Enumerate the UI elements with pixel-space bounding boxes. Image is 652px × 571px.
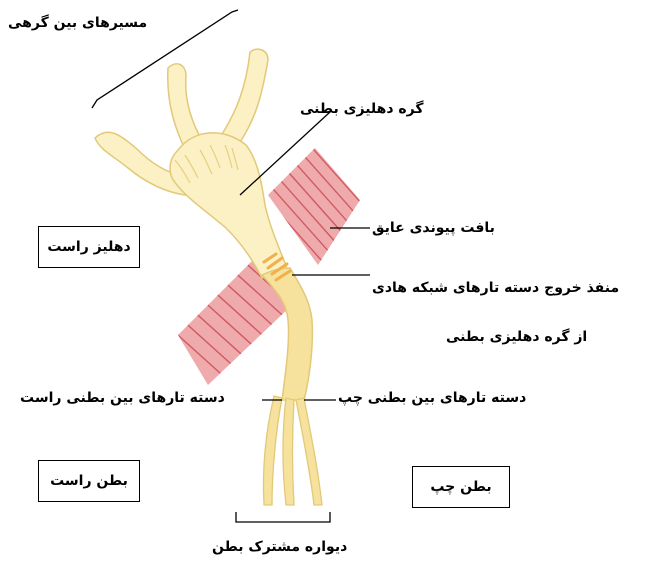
label-right-bundle-branch: دسته تارهای بین بطنی راست xyxy=(20,389,225,407)
label-internodal-pathways: مسیرهای بین گرهی xyxy=(8,14,147,32)
septum-bracket xyxy=(236,512,330,522)
label-left-bundle-branch: دسته تارهای بین بطنی چپ xyxy=(338,389,526,407)
label-septum: دیواره مشترک بطن xyxy=(212,538,347,556)
label-bundle-exit-line2: از گره دهلیزی بطنی xyxy=(446,328,587,346)
box-right-atrium: دهلیز راست xyxy=(38,226,140,268)
label-av-node: گره دهلیزی بطنی xyxy=(300,100,424,118)
label-fibrous-tissue: بافت پیوندی عایق xyxy=(372,219,495,237)
box-left-ventricle: بطن چپ xyxy=(412,466,510,508)
box-right-ventricle: بطن راست xyxy=(38,460,140,502)
conduction-structure xyxy=(95,49,322,505)
label-bundle-exit-line1: منفذ خروج دسته تارهای شبکه هادی xyxy=(372,279,619,297)
